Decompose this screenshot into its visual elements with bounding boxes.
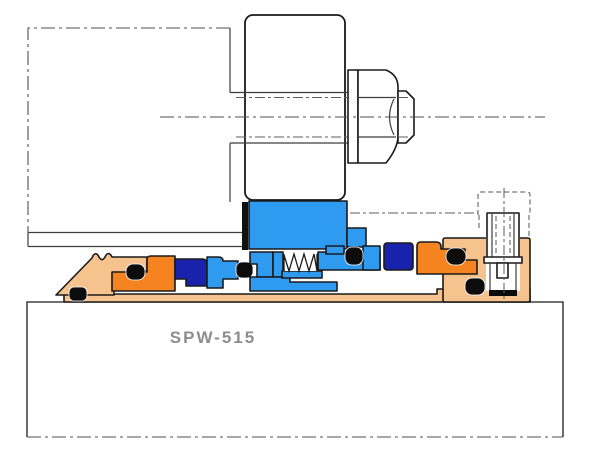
set-screw-tip	[496, 262, 509, 279]
pusher-left-tab	[325, 245, 345, 255]
spring-pusher	[317, 245, 381, 271]
o-ring-pusher	[344, 246, 364, 266]
spring-pocket-base	[281, 270, 323, 279]
set-screw-thread-hidden	[495, 216, 511, 256]
face-holder-blue-left	[206, 256, 239, 289]
o-ring-shaft-left	[68, 286, 88, 302]
stud-hole-lines	[230, 91, 348, 144]
coil-spring	[283, 251, 318, 274]
spring-pocket	[284, 252, 317, 271]
set-screw-head-hidden-sides	[478, 215, 530, 237]
stud-thread-lines	[236, 97, 350, 138]
o-ring-left-face	[125, 263, 146, 281]
set-screw-head-hidden	[477, 191, 531, 215]
o-ring-right-collar	[464, 277, 486, 296]
o-ring-left-holder	[235, 261, 254, 279]
drive-collar-left	[55, 252, 148, 296]
seal-face-navy-right	[383, 242, 414, 271]
adapter-main-block	[248, 200, 348, 250]
housing-phantom-outline	[27, 27, 230, 233]
adapter-right-foot	[346, 227, 367, 248]
model-label: SPW-515	[170, 328, 256, 347]
hex-nut-facet-lines	[358, 96, 396, 138]
set-screw-shoulder	[483, 256, 523, 264]
pump-housing	[27, 27, 242, 248]
gland-flange	[230, 14, 350, 201]
gland-flange-body	[244, 14, 346, 201]
stud-end-thread-lines	[398, 97, 411, 138]
set-screw-body-lines	[491, 213, 515, 258]
set-screw	[477, 191, 531, 296]
pusher-right-block	[362, 245, 381, 271]
seal-body-adapter	[248, 200, 367, 292]
o-ring-right-face	[445, 247, 467, 266]
gland-gasket	[242, 202, 248, 250]
set-screw-hole-walls	[489, 263, 517, 290]
set-screw-grip-pad	[489, 290, 517, 296]
